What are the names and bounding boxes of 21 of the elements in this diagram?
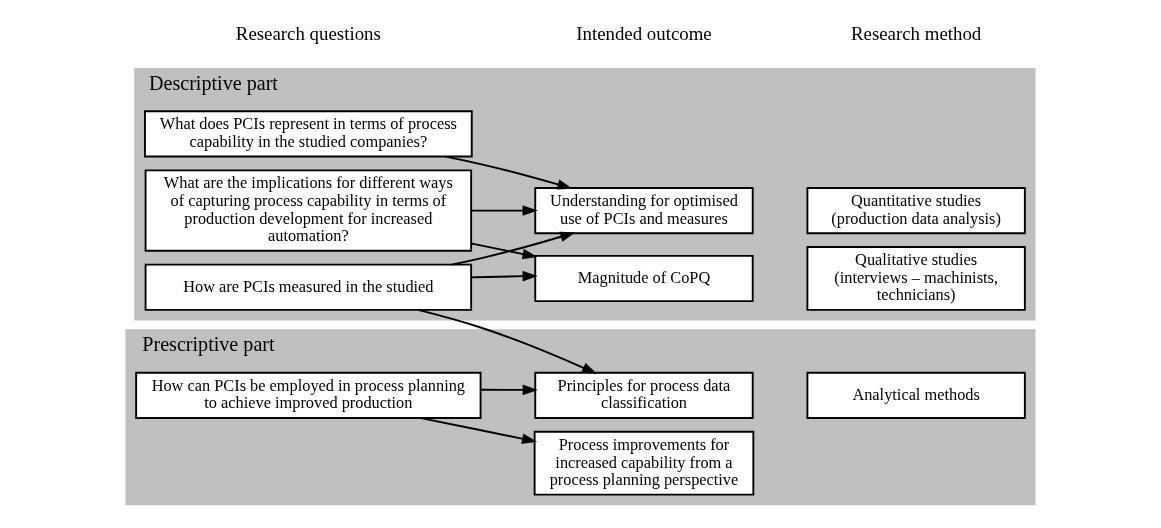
node-box: What are the implications for different ways of capturing process capability in terms of production development for increased automation? xyxy=(144,169,473,252)
arrow xyxy=(480,384,538,396)
arrow xyxy=(420,417,538,444)
node-box: Analytical methods xyxy=(806,371,1026,419)
node-box: Understanding for optimised use of PCIs and measures xyxy=(534,187,754,235)
node-box: What does PCIs represent in terms of process capability in the studied companies? xyxy=(144,110,473,158)
arrow xyxy=(470,242,538,260)
label: Research method xyxy=(850,23,982,45)
arrow xyxy=(450,231,576,266)
node-box: Process improvements for increased capability from a process planning perspective xyxy=(533,430,755,496)
arrow xyxy=(444,155,573,190)
node-box: Principles for process data classification xyxy=(534,371,754,419)
node-box: Magnitude of CoPQ xyxy=(534,254,754,303)
label: Research questions xyxy=(235,23,381,45)
node-box: Quantitative studies (production data analysis) xyxy=(806,187,1026,235)
arrow xyxy=(470,270,538,282)
node-box: Qualitative studies (interviews – machinists, technicians) xyxy=(806,246,1026,311)
node-box: How can PCIs be employed in process planning to achieve improved production xyxy=(135,371,482,419)
arrow xyxy=(470,205,538,216)
node-box: How are PCIs measured in the studied xyxy=(144,263,473,311)
label: Intended outcome xyxy=(576,23,712,45)
